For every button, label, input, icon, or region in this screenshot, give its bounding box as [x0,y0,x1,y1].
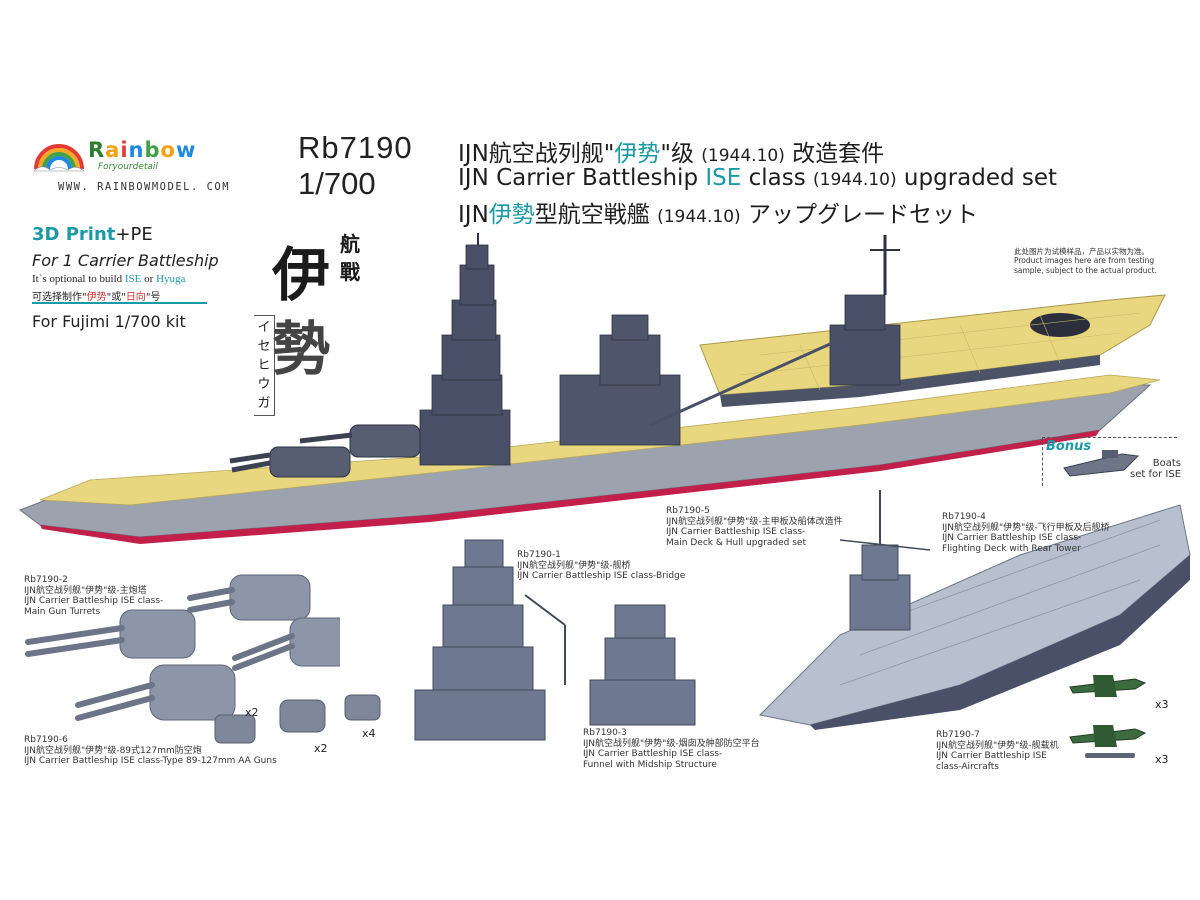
feature-optional-en: It`s optional to build ISE or Hyuga [32,273,186,285]
title-chinese: IJN航空战列舰"伊势"级 (1944.10) 改造套件 [458,141,885,167]
pagoda-tower [419,233,511,466]
brand-letter: o [160,138,176,162]
product-scale: 1/700 [298,166,376,201]
qty-aa-3: x4 [362,727,376,740]
calligraphy-se: 勢 [272,315,331,383]
funnel-midship-image [589,604,696,726]
rear-tower [829,235,901,386]
feature-divider [32,302,207,304]
flight-deck-rear-tower-image [758,490,1191,730]
brand-letter: R [88,138,106,162]
seaplane-icon [1069,725,1147,758]
brand-url: WWW. RAINBOWMODEL. COM [58,181,231,193]
main-gun-turrets-image [25,574,340,721]
brand-name: Rainbow [88,138,196,162]
brand-tagline: Foryourdetail [98,162,158,172]
aa-guns-image [214,694,381,744]
bridge-image [414,539,566,741]
feature-print-pe: 3D Print+PE [32,224,153,245]
qty-aircraft-2: x3 [1155,753,1169,766]
feature-kit: For Fujimi 1/700 kit [32,312,186,331]
product-code: Rb7190 [298,130,413,165]
note-en-2: sample, subject to the actual product. [1014,266,1157,275]
battleship-ise-model [18,233,1166,544]
feature-for-ship: For 1 Carrier Battleship [32,251,219,270]
rainbow-logo [32,135,86,175]
qty-aa-2: x2 [314,742,328,755]
midship-structure [559,314,681,446]
forward-turrets [229,424,421,478]
note-en-1: Product images here are from testing [1014,256,1155,265]
brand-letter: n [128,138,145,162]
qty-aa-1: x2 [245,706,259,719]
calligraphy-i: 伊 [272,241,331,309]
rainbow-arc-icon [33,144,85,172]
crane [649,333,851,427]
brand-letter: b [144,138,161,162]
brand-letter: i [120,138,129,162]
kana-reading: イセヒウガ [254,315,275,416]
bonus-frame [1042,437,1177,486]
title-japanese: IJN伊勢型航空戦艦 (1944.10) アップグレードセット [458,202,978,228]
bomber-icon [1069,675,1147,697]
qty-aircraft-1: x3 [1155,698,1169,711]
bonus-boat-icon [1063,450,1140,477]
calligraphy-ko: 航 [340,232,360,256]
title-english: IJN Carrier Battleship ISE class (1944.1… [458,165,1058,191]
aircraft-image [1069,675,1147,758]
feature-optional-cn: 可选择制作"伊势"或"日向"号 [32,292,161,303]
brand-letter: w [175,138,197,162]
note-cn: 此处图片为试模样品，产品以实物为准。 [1014,247,1149,256]
calligraphy-sen: 戰 [340,260,360,284]
brand-letter: a [105,138,121,162]
bonus-title: Bonus [1046,439,1092,454]
